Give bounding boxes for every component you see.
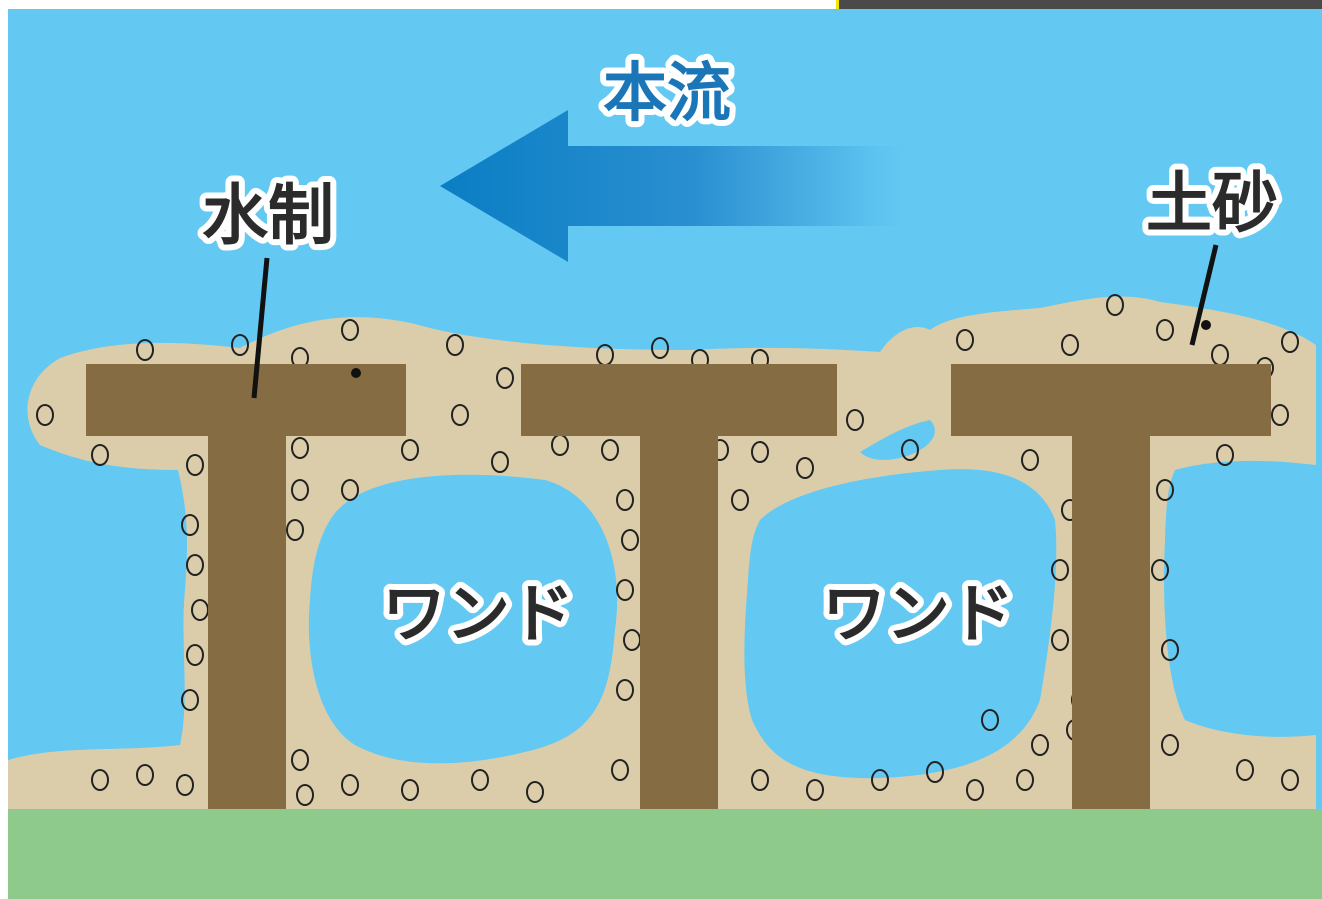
pebble [291, 437, 309, 459]
pebble [286, 519, 304, 541]
pebble [446, 334, 464, 356]
pebble [1161, 734, 1179, 756]
pebble [1216, 444, 1234, 466]
pebble [231, 334, 249, 356]
pebble [616, 579, 634, 601]
pebble [901, 439, 919, 461]
pebble [401, 779, 419, 801]
pebble [341, 479, 359, 501]
pebble [981, 709, 999, 731]
flow-arrow [440, 110, 900, 262]
pebble [1161, 639, 1179, 661]
pebble [751, 441, 769, 463]
pebble [651, 337, 669, 359]
pebble [1236, 759, 1254, 781]
pebble [186, 554, 204, 576]
pebble [796, 457, 814, 479]
pebble [91, 444, 109, 466]
pebble [616, 489, 634, 511]
pebble [181, 514, 199, 536]
pebble [601, 439, 619, 461]
pebble [616, 679, 634, 701]
pebble [1281, 331, 1299, 353]
pebble [956, 329, 974, 351]
groyne-label: 水制 [202, 177, 334, 254]
pebble [751, 769, 769, 791]
pebble [471, 769, 489, 791]
pebble [1106, 294, 1124, 316]
groyne-3 [951, 364, 1271, 809]
pebble [341, 774, 359, 796]
groyne-1 [86, 364, 406, 809]
pebble [1061, 334, 1079, 356]
pebble [136, 764, 154, 786]
pond-left [308, 474, 618, 764]
pond-edge [1164, 460, 1316, 737]
pebble [186, 644, 204, 666]
pebble [611, 759, 629, 781]
pebble [1031, 734, 1049, 756]
pebble [451, 404, 469, 426]
pebble [1151, 559, 1169, 581]
pebble [1156, 319, 1174, 341]
pebble [291, 749, 309, 771]
pebble [1051, 559, 1069, 581]
pebble [1051, 629, 1069, 651]
pebble [1156, 479, 1174, 501]
pebble [341, 319, 359, 341]
pebble [296, 784, 314, 806]
sediment-leader-line [1189, 244, 1219, 346]
pebble [871, 769, 889, 791]
pond-label-1: ワンド [382, 578, 574, 652]
pebble [806, 779, 824, 801]
pebble [186, 454, 204, 476]
flow-label: 本流 [603, 57, 731, 131]
pebble [621, 529, 639, 551]
pebble [966, 779, 984, 801]
pebble [526, 781, 544, 803]
pebble [136, 339, 154, 361]
pebble [91, 769, 109, 791]
pebble [36, 404, 54, 426]
pond-label-2: ワンド [822, 578, 1014, 652]
pebble [1016, 769, 1034, 791]
groyne-leader-dot [351, 368, 361, 378]
pebble [491, 451, 509, 473]
pebble [496, 367, 514, 389]
pebble [1271, 404, 1289, 426]
riverbank-ground [8, 809, 1322, 899]
sediment-leader-dot [1201, 320, 1211, 330]
pebble [1281, 769, 1299, 791]
groyne-2 [521, 364, 837, 809]
pebble [926, 761, 944, 783]
pebble [176, 774, 194, 796]
pebble [401, 439, 419, 461]
pond-right [744, 469, 1057, 779]
pebble [731, 489, 749, 511]
photo-strip [836, 0, 1322, 9]
pebble [846, 409, 864, 431]
groyne-leader-line [251, 257, 270, 399]
sediment-label: 土砂 [1146, 165, 1278, 242]
pebble [291, 479, 309, 501]
pebble [1021, 449, 1039, 471]
pebble [181, 689, 199, 711]
